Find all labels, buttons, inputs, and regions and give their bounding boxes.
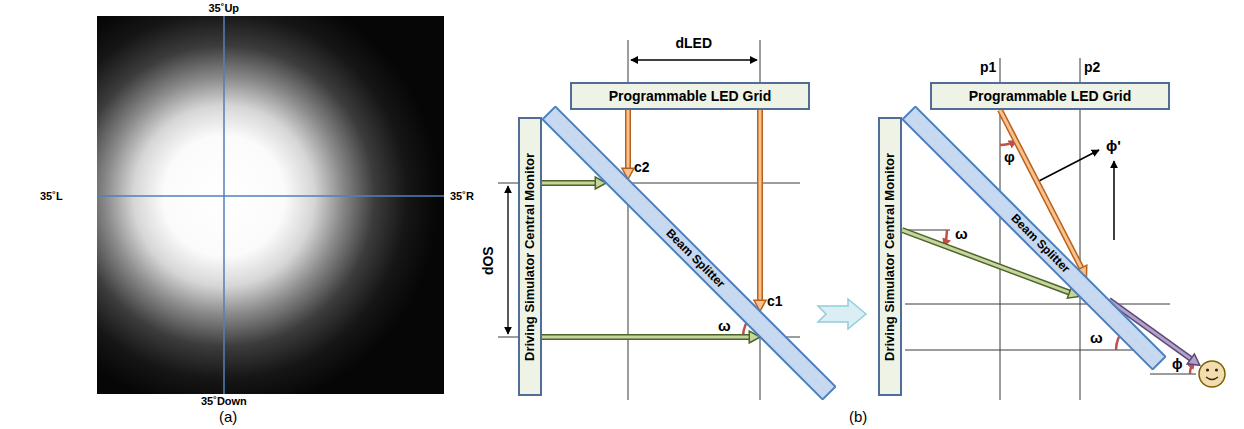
viewer-face [1215,368,1218,371]
ray-fill [759,110,762,301]
angle-label: φ [1004,149,1015,166]
node-text: Beam Splitter [1008,212,1072,276]
axis-label: 35˚L [40,190,63,202]
monitor-box: Driving Simulator Central Monitor [518,117,542,396]
beam-splitter-plate [543,107,836,400]
ray-fill [542,182,596,185]
light-ray-arrow [542,177,606,189]
node-text: Beam Splitter [663,227,727,291]
angle-label: ϕ [1172,357,1183,372]
reference-line [905,304,1170,305]
viewer-face [1199,361,1225,387]
viewer-face [1206,368,1209,371]
position-label: p2 [1084,60,1100,75]
dimension-label: dLED [676,36,713,51]
position-label: p1 [980,60,996,75]
dimension-arrow [507,186,508,334]
panel-label: (a) [219,409,237,426]
point-label: c2 [634,160,650,175]
axis-label: 35˚R [450,190,474,202]
transition-arrow [818,299,866,329]
light-ray-arrow [1000,110,1087,278]
beam-profile-image [223,16,225,394]
beam-splitter: Beam Splitter [902,106,1166,370]
panel-label: (b) [849,409,867,426]
angle-label: ω [718,318,731,335]
transition-arrow [818,299,866,329]
angle-label: ϕ' [1106,138,1121,155]
viewer-ray [1187,354,1199,365]
normal-arrow [1113,161,1115,240]
reference-line [498,40,1196,400]
monitor-box: Driving Simulator Central Monitor [878,117,902,396]
dimension-label: dOS [480,246,495,275]
ray-outline [757,110,763,301]
axis-label: 35˚Up [209,2,240,14]
beam-splitter: Beam Splitter [542,106,836,400]
normal-arrow [1037,150,1099,182]
ray-outline [542,334,750,340]
node-text: Driving Simulator Central Monitor [523,152,538,360]
node-text: Programmable LED Grid [969,88,1132,104]
light-ray-arrow [622,110,634,179]
ray-outline [542,180,596,186]
led-grid-box: Programmable LED Grid [930,82,1170,110]
led-grid-box: Programmable LED Grid [570,82,810,110]
beam-profile-image [97,195,444,197]
beam-profile-image [97,16,444,394]
beam-splitter-plate [903,107,1166,370]
axis-label: 35˚Down [201,395,247,407]
normal-arrow [1037,150,1114,240]
dimension-arrow [631,59,757,60]
node-text: Driving Simulator Central Monitor [883,152,898,360]
reference-line [905,350,1150,351]
ray-fill [627,110,630,169]
reference-line [498,183,800,184]
ray-outline [625,110,631,169]
viewer-face [1199,361,1225,387]
point-label: c1 [767,294,783,309]
beam-profile-image [97,16,444,394]
light-ray-arrow [754,110,766,311]
angle-label: ω [1090,330,1103,347]
beam-profile-image [97,16,444,394]
node-text: Programmable LED Grid [609,88,772,104]
ray-fill [542,336,750,339]
viewer-face [1206,377,1218,380]
angle-label: ω [955,226,968,243]
